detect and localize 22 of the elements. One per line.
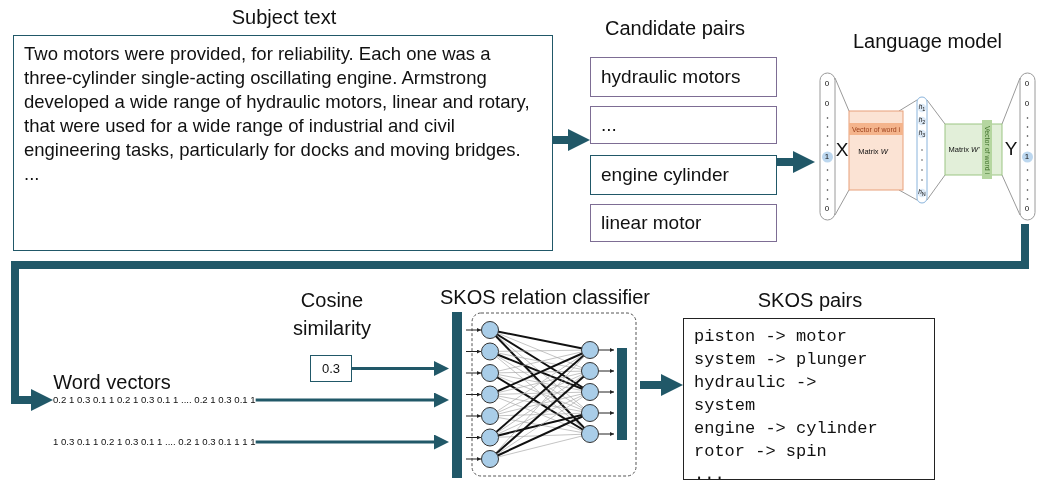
vector-values: 1 0.3 0.1 1 0.2 1 0.3 0.1 1 .... 0.2 1 0.3 0.1 1 1 1 — [53, 430, 256, 454]
candidate-pair-box: engine cylinder — [590, 155, 777, 195]
candidate-pair-box: hydraulic motors — [590, 57, 777, 97]
section-heading: Candidate pairs — [604, 18, 746, 38]
value-text: 0.3 — [321, 361, 341, 376]
arrow — [255, 434, 449, 450]
arrow — [255, 392, 449, 408]
ellipsis: ... — [24, 162, 41, 186]
candidate-pair-box: ... — [590, 106, 777, 144]
paragraph: Two motors were provided, for reliability. Each one was a three-cylinder single-acting oscillating engine. Armstrong developed a wide range of hydraulic motors, linear and rotary, that were used for a wide range of industrial and civil engineering tasks, particularly for docks and moving bridges. — [24, 42, 531, 162]
pair-line: system -> plunger — [694, 349, 869, 371]
heading: Cosine similarity — [292, 288, 372, 341]
heading: SKOS pairs — [756, 288, 864, 313]
pair-line: rotor -> spin — [694, 441, 828, 463]
heading: SKOS relation classifier — [438, 285, 652, 310]
arrow — [352, 361, 449, 376]
heading: Subject text — [230, 5, 338, 30]
pair-line: engine -> cylinder — [694, 418, 879, 440]
candidate-pair-box: linear motor — [590, 204, 777, 242]
heading: Language model — [852, 29, 1003, 54]
pair-line: piston -> motor — [694, 326, 849, 348]
pair-line: ... — [694, 464, 726, 482]
